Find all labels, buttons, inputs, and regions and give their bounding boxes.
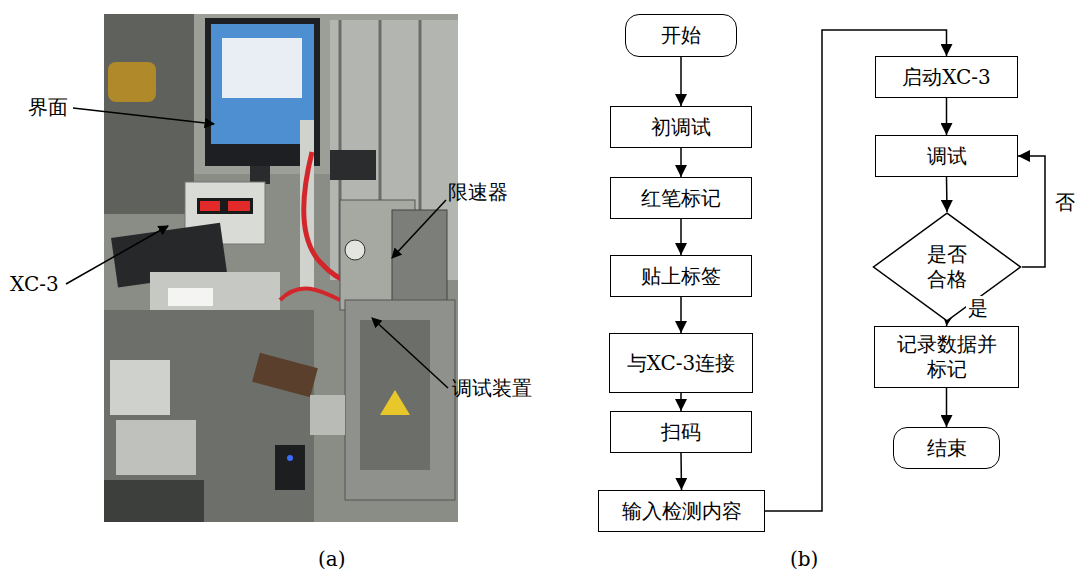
node-text: 结束 xyxy=(927,436,967,461)
flow-arrow xyxy=(680,453,682,490)
node-text: 红笔标记 xyxy=(641,186,721,211)
edge-label: 否 xyxy=(1053,190,1077,214)
flow-arrow xyxy=(1018,156,1045,267)
node-text: 启动XC-3 xyxy=(902,65,991,90)
process-box: 调试 xyxy=(875,135,1018,177)
leader-line xyxy=(73,108,214,124)
part-name: XC-3 xyxy=(10,272,59,296)
edge-label: 是 xyxy=(966,296,990,320)
node-text: 扫码 xyxy=(661,420,701,445)
node-text: 输入检测内容 xyxy=(622,499,742,524)
flow-arrow xyxy=(680,148,682,177)
process-box: 贴上标签 xyxy=(610,255,752,297)
node-text: 记录数据并 标记 xyxy=(891,332,1002,382)
part-name: 限速器 xyxy=(448,180,508,204)
flow-arrow xyxy=(946,177,948,212)
flow-arrow xyxy=(946,388,948,427)
start-terminal: 开始 xyxy=(625,14,737,57)
part-name: 界面 xyxy=(28,95,68,119)
node-text: 初调试 xyxy=(651,115,711,140)
process-box: 启动XC-3 xyxy=(875,56,1018,98)
process-box: 初调试 xyxy=(610,106,752,148)
node-text: 调试 xyxy=(927,144,967,169)
panel-label: (a) xyxy=(318,547,346,571)
process-box: 输入检测内容 xyxy=(598,490,765,532)
node-text: 贴上标签 xyxy=(641,264,721,289)
flow-arrow xyxy=(946,98,948,135)
flow-arrow xyxy=(680,57,682,106)
leader-line xyxy=(372,318,448,388)
decision-diamond: 是否 合格 xyxy=(872,212,1022,322)
flow-arrow xyxy=(680,393,682,411)
leader-lines xyxy=(66,108,448,388)
workshop-photo xyxy=(104,14,458,522)
node-text: 开始 xyxy=(661,23,701,48)
node-text: 是否 合格 xyxy=(923,242,971,292)
process-box: 红笔标记 xyxy=(610,177,752,219)
leader-line xyxy=(392,200,446,258)
part-name: 调试装置 xyxy=(452,376,532,400)
leader-line xyxy=(66,226,168,284)
end-terminal: 结束 xyxy=(893,427,1000,469)
process-box: 与XC-3连接 xyxy=(609,333,753,393)
process-box: 扫码 xyxy=(610,411,752,453)
node-text: 与XC-3连接 xyxy=(627,351,736,376)
flow-arrow xyxy=(680,297,682,333)
panel-label: (b) xyxy=(790,547,818,571)
process-box: 记录数据并 标记 xyxy=(874,326,1019,388)
flow-arrow xyxy=(680,219,682,255)
